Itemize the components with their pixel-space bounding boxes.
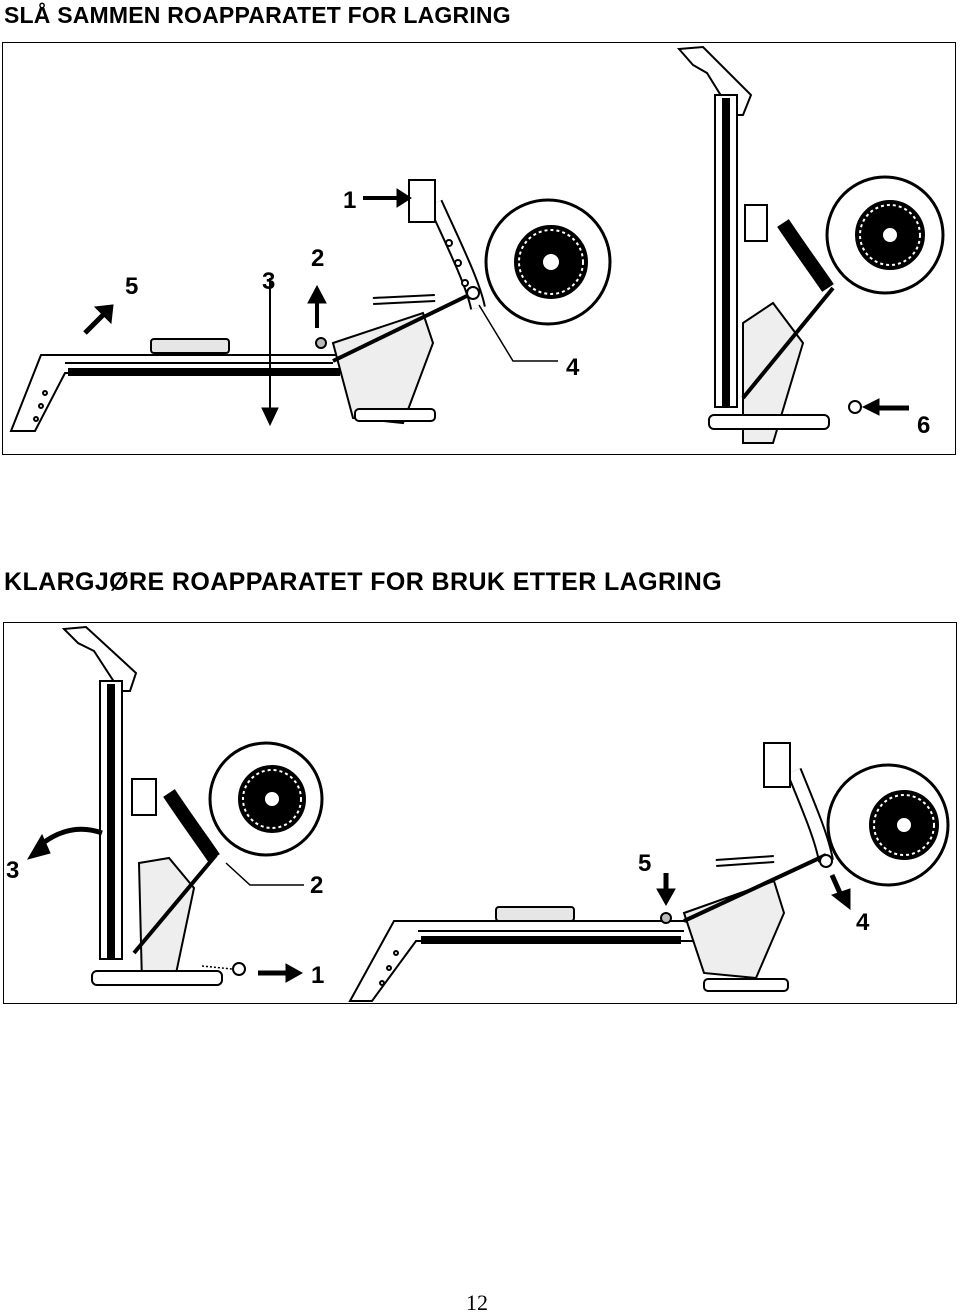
- section-title-unfold: KLARGJØRE ROAPPARATET FOR BRUK ETTER LAG…: [4, 568, 723, 596]
- callout-u1: 1: [311, 962, 324, 989]
- rower-unfold-diagram: 1 2 3 4 5: [6, 625, 950, 1002]
- callout-3: 3: [262, 268, 275, 295]
- illustration-fold-rower: 1 2 3 4 5 6: [2, 42, 956, 455]
- callout-arrows-left: [83, 188, 558, 427]
- callout-u4: 4: [856, 909, 870, 936]
- rower-flat-left: [9, 179, 612, 432]
- callout-5: 5: [125, 273, 138, 300]
- rower-fold-diagram: 1 2 3 4 5 6: [9, 45, 945, 444]
- callout-2: 2: [311, 245, 324, 272]
- section-title-fold: SLÅ SAMMEN ROAPPARATET FOR LAGRING: [4, 2, 511, 28]
- callout-u2: 2: [310, 872, 323, 899]
- callout-1: 1: [343, 187, 356, 214]
- callout-arrows-unfold-left: [26, 826, 304, 983]
- callout-4: 4: [566, 354, 580, 381]
- page-number: 12: [466, 1290, 488, 1315]
- rower-flat-right: [348, 742, 950, 1002]
- callout-u5: 5: [638, 850, 651, 877]
- rower-folded-left: [61, 625, 324, 986]
- callout-6: 6: [917, 412, 930, 439]
- illustration-unfold-rower: 1 2 3 4 5: [3, 622, 957, 1004]
- callout-u3: 3: [6, 857, 19, 884]
- rower-folded-right: [676, 45, 945, 444]
